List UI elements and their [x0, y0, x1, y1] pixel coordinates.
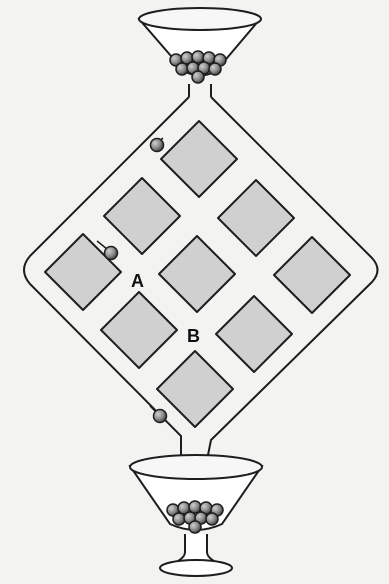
ball-near-a: [105, 247, 118, 260]
top-funnel: [139, 8, 261, 97]
bottom-funnel-ball-9: [206, 513, 218, 525]
point-label-a: A: [131, 272, 144, 290]
maze-block-2: [104, 178, 180, 254]
point-label-b: B: [187, 327, 200, 345]
maze-block-7: [101, 292, 177, 368]
maze-blocks: [45, 121, 350, 427]
maze-block-9: [157, 351, 233, 427]
ball-lower-channel: [154, 410, 167, 423]
bottom-funnel-ball-6: [173, 513, 185, 525]
bottom-funnel-balls: [167, 501, 223, 533]
maze-block-1: [161, 121, 237, 197]
maze-block-8: [216, 296, 292, 372]
bottom-funnel: [130, 455, 262, 576]
bottom-funnel-ball-3: [189, 501, 201, 513]
top-funnel-ball-3: [192, 51, 204, 63]
maze-block-4: [45, 234, 121, 310]
top-funnel-balls: [170, 51, 226, 83]
maze-block-5: [159, 236, 235, 312]
top-funnel-ball-9: [209, 63, 221, 75]
bottom-funnel-ball-10: [189, 521, 201, 533]
top-funnel-ball-10: [192, 71, 204, 83]
ball-in-channel: [151, 139, 164, 152]
maze-block-3: [218, 180, 294, 256]
top-funnel-ball-6: [176, 63, 188, 75]
maze-block-6: [274, 237, 350, 313]
